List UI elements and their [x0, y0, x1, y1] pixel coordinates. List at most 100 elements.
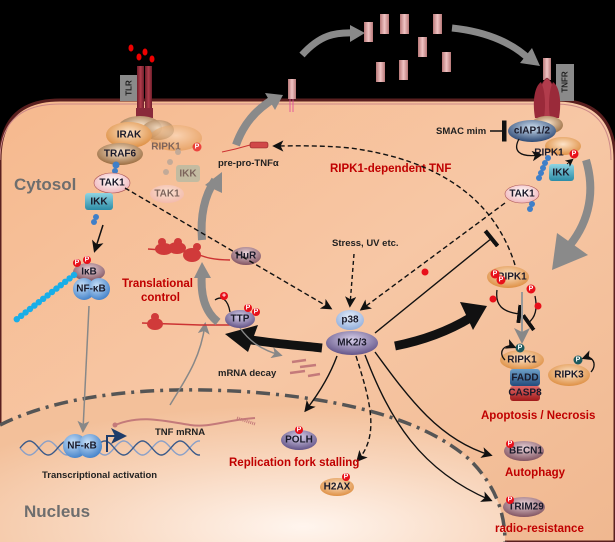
- minus-badge: [489, 295, 497, 303]
- nucleus-label: Nucleus: [24, 502, 90, 521]
- ubiquitin-bead: [70, 271, 78, 279]
- tnf-trimer: [364, 22, 373, 42]
- tnf-trimer: [376, 62, 385, 82]
- svg-text:P: P: [344, 474, 349, 481]
- traf6-protein: TRAF6: [97, 143, 143, 165]
- svg-text:P: P: [246, 305, 251, 312]
- ripk3-protein: RIPK3: [548, 364, 590, 386]
- translational-control-label-1: Translational: [122, 278, 193, 290]
- tlr-label: TLR: [125, 80, 134, 96]
- mrna-polysome: [147, 238, 231, 262]
- ubiquitin-bead: [18, 312, 25, 319]
- svg-text:IKK: IKK: [552, 168, 570, 179]
- mk2-to-ripk1-arrow: [394, 314, 473, 351]
- minus-badge: [534, 302, 542, 310]
- ubiquitin-bead: [31, 302, 38, 309]
- ubiquitin-bead: [53, 285, 60, 292]
- translational-control-label-2: control: [141, 292, 180, 304]
- svg-text:TRAF6: TRAF6: [104, 149, 137, 160]
- svg-text:RIPK1: RIPK1: [151, 142, 181, 153]
- h2ax-protein: H2AX: [320, 478, 354, 496]
- nfkb-nuclear: NF-κB: [63, 434, 102, 458]
- ciap-protein: cIAP1/2: [508, 120, 556, 142]
- apoptosis-necrosis-label: Apoptosis / Necrosis: [481, 410, 595, 422]
- degraded-mrna: [289, 358, 321, 378]
- svg-text:P: P: [508, 497, 513, 504]
- trim29-protein: TRIM29: [503, 497, 545, 517]
- ubiquitin-bead: [26, 305, 34, 313]
- tnfr-label: TNFR: [561, 71, 570, 93]
- svg-text:TAK1: TAK1: [99, 178, 125, 189]
- svg-text:TRIM29: TRIM29: [508, 502, 544, 513]
- arrow-mrna-export: [169, 322, 210, 406]
- ripk1-dependent-tnf-label: RIPK1-dependent TNF: [330, 163, 451, 175]
- ubiquitin-chain-right: [536, 155, 551, 181]
- tnf-trimer: [400, 14, 409, 34]
- smac-mimetic-label: SMAC mim: [436, 126, 486, 137]
- ripk1-complex-protein: RIPK1: [500, 350, 544, 370]
- svg-text:P: P: [195, 144, 200, 151]
- tnf-trimer: [433, 14, 442, 34]
- phospho-badge: [490, 269, 500, 279]
- phospho-badge-teal: [573, 355, 583, 365]
- phospho-badge: [295, 426, 303, 434]
- pre-pro-tnf-label: pre-pro-TNFα: [218, 158, 279, 169]
- svg-text:P: P: [297, 427, 302, 434]
- mk2-to-polh-arrow: [304, 355, 338, 413]
- arrow-nfkb-to-nucleus: [77, 305, 90, 433]
- dna-helix: [19, 440, 201, 456]
- replication-fork-label: Replication fork stalling: [229, 457, 359, 469]
- tnf-trimer: [399, 60, 408, 80]
- svg-text:P: P: [85, 257, 90, 264]
- ligand-dot: [136, 53, 142, 61]
- tnf-trimer: [418, 37, 427, 57]
- stress-label: Stress, UV etc.: [332, 238, 399, 249]
- svg-text:IKK: IKK: [90, 197, 108, 208]
- svg-text:P: P: [576, 357, 581, 364]
- pre-pro-tnf-molecule: [249, 141, 269, 149]
- ubiquitin-bead: [66, 275, 73, 282]
- cytosol-label: Cytosol: [14, 175, 76, 194]
- phospho-badge: [252, 308, 260, 316]
- ikk-protein-left: IKK: [85, 193, 113, 210]
- soluble-tnf-group: [364, 14, 451, 82]
- ikb-nfkb-complex: IκB NF-κB: [73, 263, 110, 300]
- svg-text:P: P: [518, 345, 523, 352]
- tnfr-signal-arrow: [566, 158, 595, 248]
- svg-text:+: +: [222, 293, 226, 300]
- mk2-inhibits-ripk1-tnf: [374, 229, 500, 334]
- svg-text:P: P: [75, 260, 80, 267]
- svg-text:P: P: [529, 286, 534, 293]
- mk2-to-trim29-arrow: [364, 354, 493, 502]
- svg-text:P: P: [254, 309, 259, 316]
- becn1-protein: BECN1: [504, 441, 544, 461]
- fadd-protein: FADD: [510, 369, 540, 386]
- ubiquitin-bead: [35, 299, 42, 306]
- phospho-badge: [192, 142, 202, 152]
- svg-text:RIPK1: RIPK1: [497, 272, 527, 283]
- svg-text:P: P: [499, 277, 504, 284]
- tak1-protein-right: TAK1: [504, 184, 540, 204]
- tnf-mrna-strand: [114, 417, 256, 427]
- svg-text:TAK1: TAK1: [509, 189, 535, 200]
- autophagy-label: Autophagy: [505, 467, 566, 479]
- phospho-badge-teal: [515, 343, 525, 353]
- faded-ripk1-complex: RIPK1 IKK TAK1: [150, 125, 202, 203]
- ubiquitin-bead: [61, 278, 69, 285]
- svg-text:BECN1: BECN1: [509, 446, 543, 457]
- mk2-to-h2ax-arrow: [355, 355, 372, 463]
- ubiquitin-bead: [40, 295, 47, 302]
- phospho-badge: [244, 304, 252, 312]
- phospho-badge: [342, 473, 350, 481]
- hur-protein: HuR: [231, 247, 261, 265]
- irak-protein: IRAK: [106, 122, 152, 148]
- membrane-tnf: [288, 79, 296, 112]
- svg-text:p38: p38: [341, 315, 359, 326]
- phospho-badge: [569, 149, 579, 159]
- transcriptional-activation-label: Transcriptional activation: [42, 470, 157, 481]
- ubiquitin-bead: [22, 309, 29, 316]
- phospho-badge: [496, 275, 506, 285]
- minus-badge: [421, 268, 429, 276]
